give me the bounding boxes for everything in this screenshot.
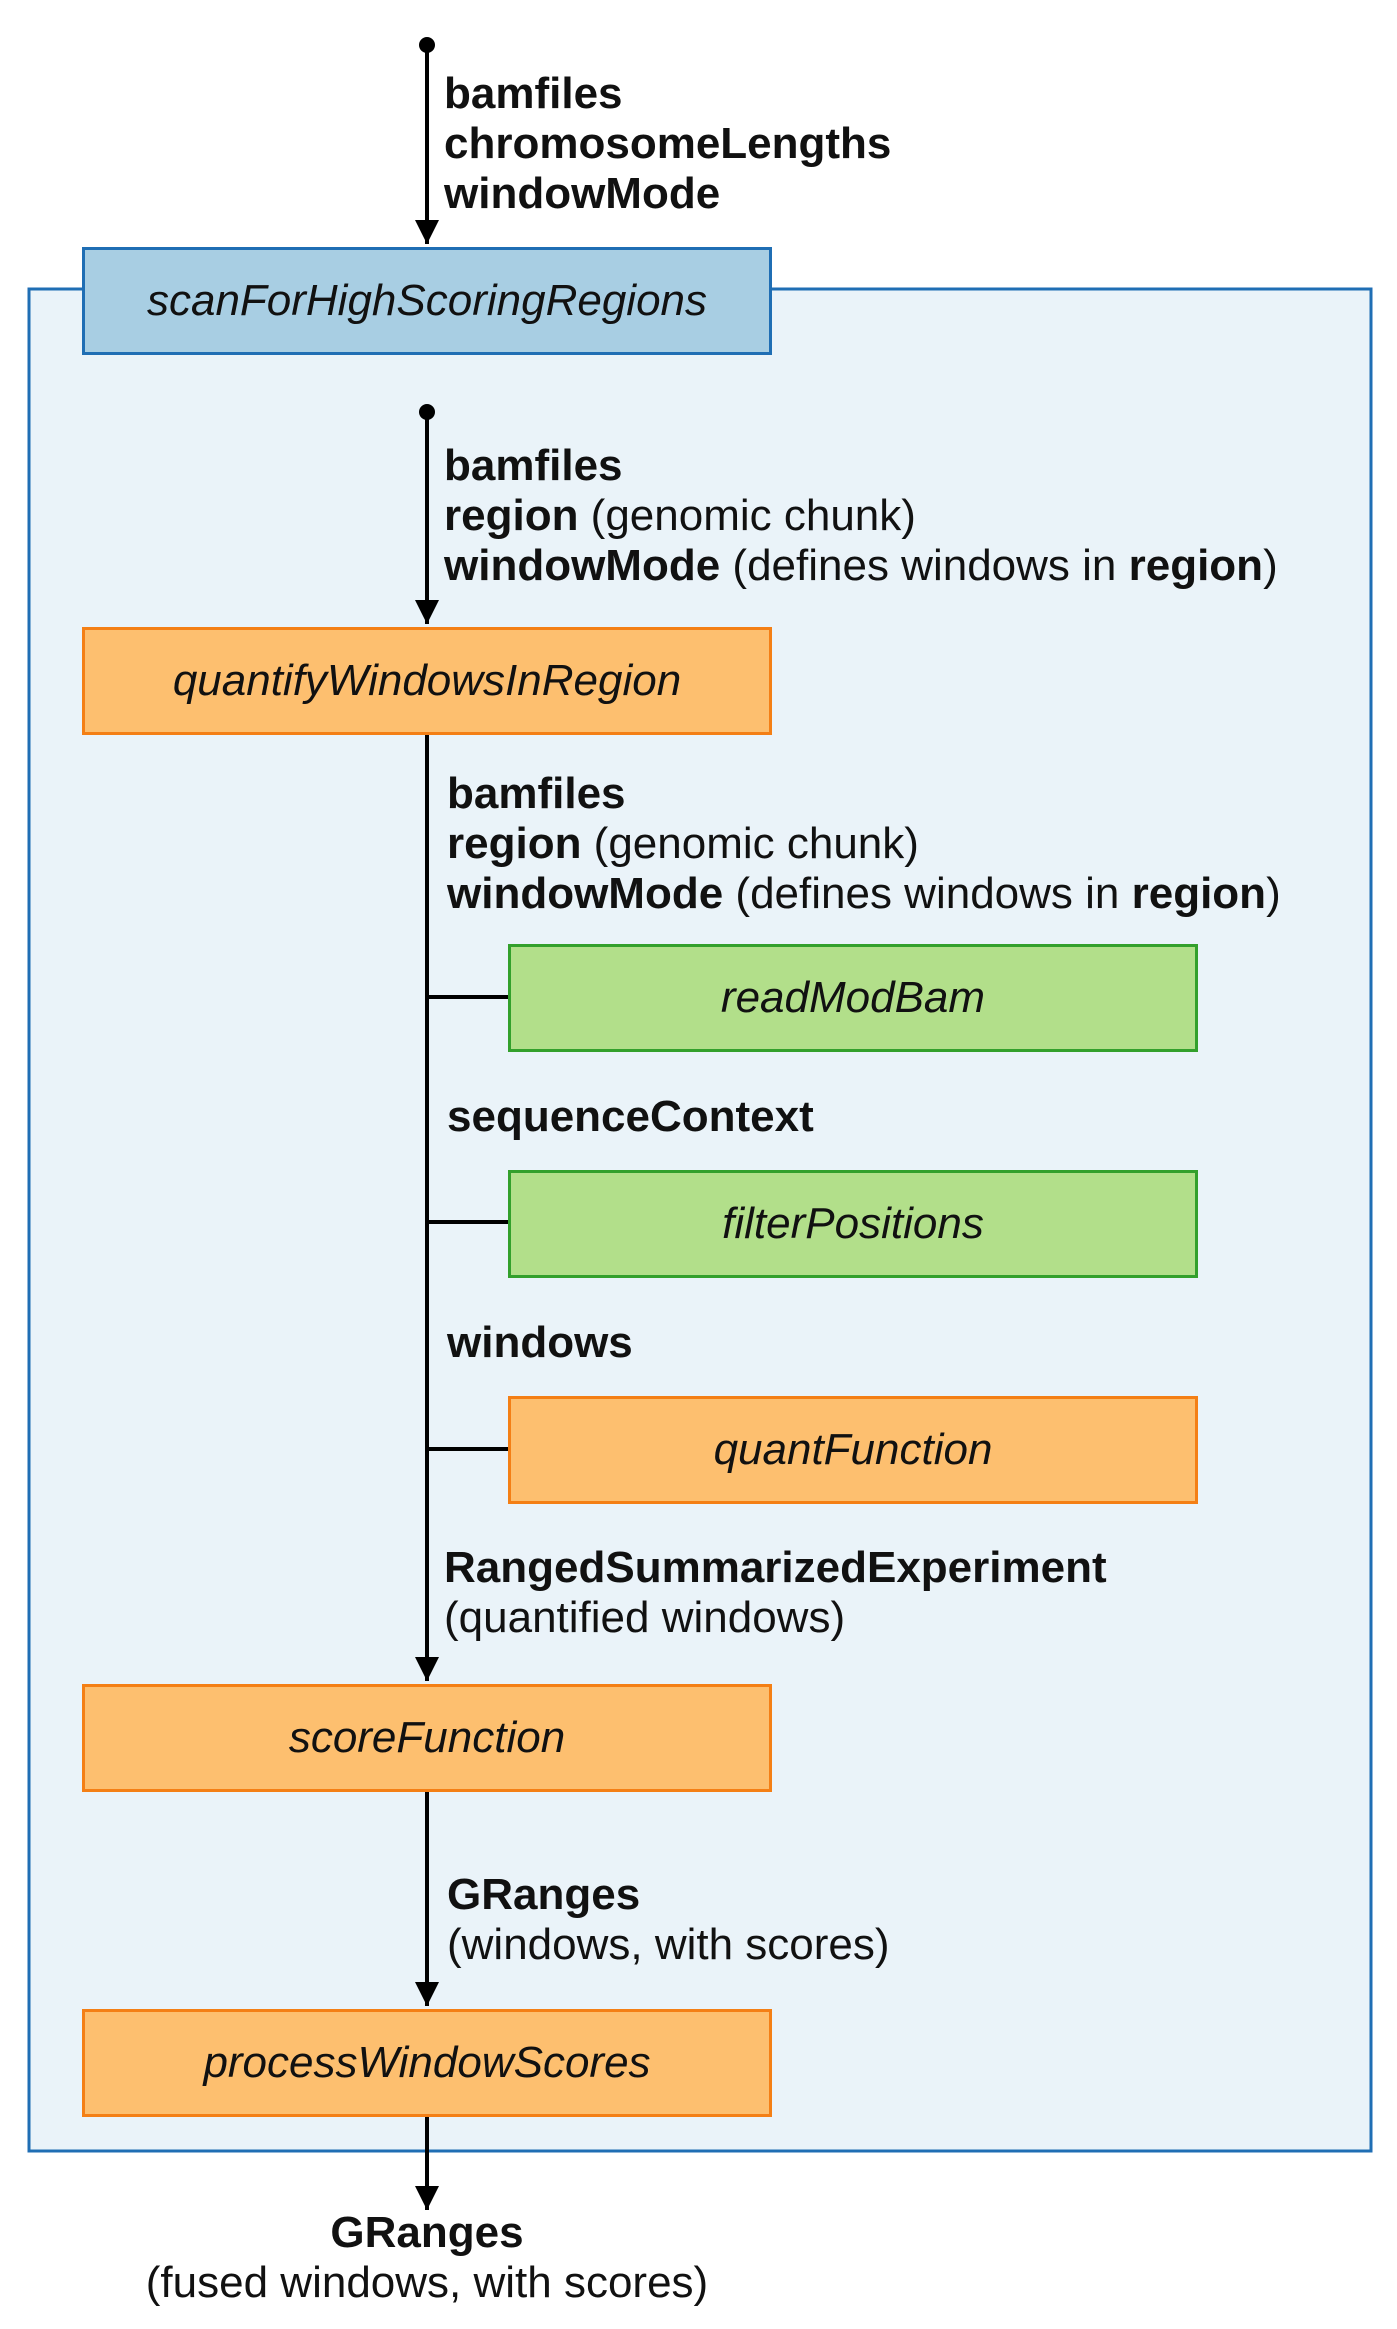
qwir-in-region-note: (genomic chunk) [578, 491, 916, 540]
qwir-in-windowMode: windowMode [444, 541, 721, 590]
rse-label: RangedSummarizedExperiment [444, 1543, 1107, 1592]
qwir-in-bamfiles: bamfiles [444, 441, 623, 490]
input-bamfiles-label: bamfiles [444, 69, 623, 118]
filterPositions-node: filterPositions [508, 1170, 1198, 1278]
scoreFunction-node: scoreFunction [82, 1684, 772, 1792]
quantFunction-node: quantFunction [508, 1396, 1198, 1504]
processWindowScores-node: processWindowScores [82, 2009, 772, 2117]
readModBam-label: readModBam [720, 973, 986, 1022]
qwir-out-windowMode-line: windowMode (defines windows in region) [447, 869, 1281, 919]
qwir-in-wm-post: ) [1263, 541, 1278, 590]
qwir-out-wm-pre: (defines windows in [723, 869, 1132, 918]
qwir-out-bamfiles: bamfiles [447, 769, 626, 818]
qwir-out-windowMode: windowMode [447, 869, 724, 918]
rse-note: (quantified windows) [444, 1593, 846, 1642]
qwir-out-region-line: region (genomic chunk) [447, 819, 919, 869]
qwir-out-region: region [447, 819, 582, 868]
qwir-in-wm-region: region [1128, 541, 1264, 590]
scanForHighScoringRegions-node: scanForHighScoringRegions [82, 247, 772, 355]
granges-scores-label: GRanges [447, 1870, 641, 1919]
output-granges-note: (fused windows, with scores) [145, 2258, 709, 2307]
qwir-in-region: region [444, 491, 579, 540]
readModBam-node: readModBam [508, 944, 1198, 1052]
output-granges-label: GRanges [330, 2208, 524, 2257]
processWindowScores-label: processWindowScores [203, 2038, 651, 2087]
sequenceContext-label: sequenceContext [447, 1092, 814, 1141]
scanForHighScoringRegions-label: scanForHighScoringRegions [146, 276, 708, 325]
qwir-in-region-line: region (genomic chunk) [444, 491, 916, 541]
windows-label: windows [447, 1318, 633, 1367]
quantFunction-label: quantFunction [713, 1425, 993, 1474]
qwir-in-windowMode-line: windowMode (defines windows in region) [444, 541, 1278, 591]
input-windowMode-label: windowMode [444, 169, 721, 218]
quantifyWindowsInRegion-node: quantifyWindowsInRegion [82, 627, 772, 735]
qwir-out-wm-region: region [1131, 869, 1267, 918]
filterPositions-label: filterPositions [722, 1199, 984, 1248]
qwir-out-region-note: (genomic chunk) [581, 819, 919, 868]
qwir-out-wm-post: ) [1266, 869, 1281, 918]
granges-scores-note: (windows, with scores) [447, 1920, 890, 1969]
scoreFunction-label: scoreFunction [288, 1713, 566, 1762]
qwir-in-wm-pre: (defines windows in [720, 541, 1129, 590]
input-chromosomeLengths-label: chromosomeLengths [444, 119, 892, 168]
quantifyWindowsInRegion-label: quantifyWindowsInRegion [172, 656, 682, 705]
